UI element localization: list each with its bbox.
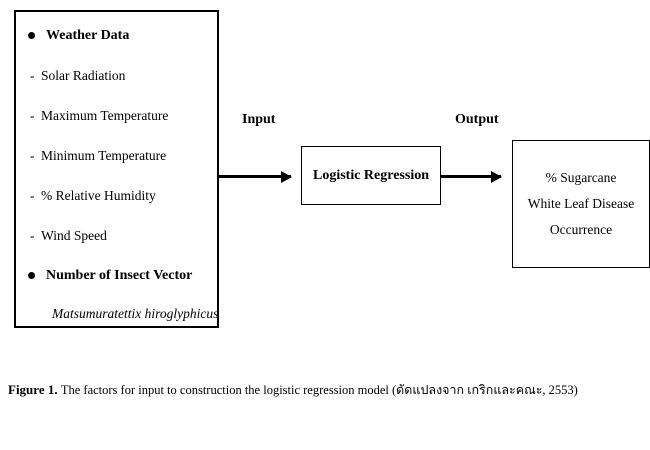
- list-item-label: Number of Insect Vector: [46, 268, 193, 283]
- input-label: Input: [242, 112, 276, 127]
- list-item-label: Maximum Temperature: [41, 108, 169, 123]
- weather-data-box: Weather Data - Solar Radiation - Maximum…: [14, 10, 219, 328]
- list-item-label: Weather Data: [46, 28, 130, 43]
- output-line: White Leaf Disease: [527, 196, 635, 211]
- logistic-regression-box: Logistic Regression: [301, 146, 441, 205]
- figure-caption-text: The factors for input to construction th…: [60, 383, 578, 397]
- list-item-label: Wind Speed: [41, 228, 107, 243]
- species-name-label: Matsumuratettix hiroglyphicus: [52, 306, 219, 321]
- figure-caption: Figure 1. The factors for input to const…: [8, 381, 646, 399]
- output-line: Occurrence: [549, 222, 613, 237]
- output-label: Output: [455, 112, 499, 127]
- dash-icon: -: [30, 228, 35, 243]
- bullet-icon: [28, 32, 35, 39]
- input-arrow-icon: [219, 170, 292, 183]
- output-box: % Sugarcane White Leaf Disease Occurrenc…: [512, 140, 650, 268]
- bullet-icon: [28, 272, 35, 279]
- dash-icon: -: [30, 68, 35, 83]
- output-arrow-icon: [441, 170, 502, 183]
- dash-icon: -: [30, 188, 35, 203]
- list-item-label: Minimum Temperature: [41, 148, 167, 163]
- dash-icon: -: [30, 148, 35, 163]
- figure-number: Figure 1.: [8, 382, 58, 397]
- dash-icon: -: [30, 108, 35, 123]
- logistic-regression-label: Logistic Regression: [312, 167, 429, 183]
- list-item-label: % Relative Humidity: [41, 188, 156, 203]
- output-line: % Sugarcane: [545, 170, 617, 185]
- list-item-label: Solar Radiation: [41, 68, 126, 83]
